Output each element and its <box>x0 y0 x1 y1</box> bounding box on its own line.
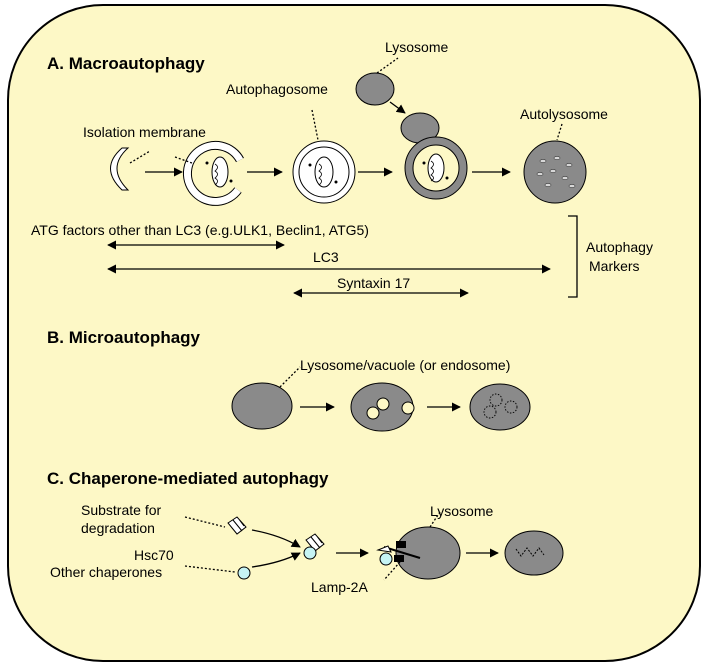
autophagosome-label: Autophagosome <box>226 81 328 97</box>
substrate-chaperone-complex-icon <box>303 533 325 560</box>
autophagy-markers-label-line1: Autophagy <box>586 239 653 255</box>
substrate-label-line2: degradation <box>81 520 155 536</box>
lysosome-shape <box>355 57 406 114</box>
micro-digesting-shape <box>469 383 531 431</box>
section-c-title: C. Chaperone-mediated autophagy <box>47 469 329 488</box>
lysosome-vacuole-label: Lysosome/vacuole (or endosome) <box>300 357 511 373</box>
substrate-protein-icon <box>227 516 247 535</box>
autolysosome-shape <box>523 123 587 204</box>
isolation-membrane-shape <box>110 147 130 191</box>
lamp2a-label: Lamp-2A <box>311 579 368 595</box>
substrate-label-line1: Substrate for <box>81 502 162 518</box>
autophagy-markers-label-line2: Markers <box>589 258 640 274</box>
isolation-membrane-label: Isolation membrane <box>83 124 206 140</box>
hsc70-label: Hsc70 <box>134 547 174 563</box>
micro-lysosome-shape <box>231 366 301 430</box>
cma-degraded-lysosome-shape <box>504 530 564 576</box>
lc3-label: LC3 <box>313 249 339 265</box>
phagophore-shape <box>174 140 244 206</box>
atg-factors-label: ATG factors other than LC3 (e.g.ULK1, Be… <box>31 222 369 238</box>
fusing-autophagosome-shape <box>400 112 468 200</box>
section-a-title: A. Macroautophagy <box>47 54 205 73</box>
hsc70-chaperone-icon <box>237 566 251 580</box>
lysosome-label: Lysosome <box>385 39 449 55</box>
autolysosome-label: Autolysosome <box>520 106 608 122</box>
markers-bracket <box>568 215 578 298</box>
autophagosome-shape <box>292 109 356 204</box>
other-chaperones-label: Other chaperones <box>50 564 163 580</box>
cma-lysosome-label: Lysosome <box>430 503 494 519</box>
cma-lysosome-shape <box>376 511 461 581</box>
syntaxin-label: Syntaxin 17 <box>337 275 411 291</box>
micro-invaginating-shape <box>350 382 415 432</box>
section-b-title: B. Microautophagy <box>47 328 201 347</box>
